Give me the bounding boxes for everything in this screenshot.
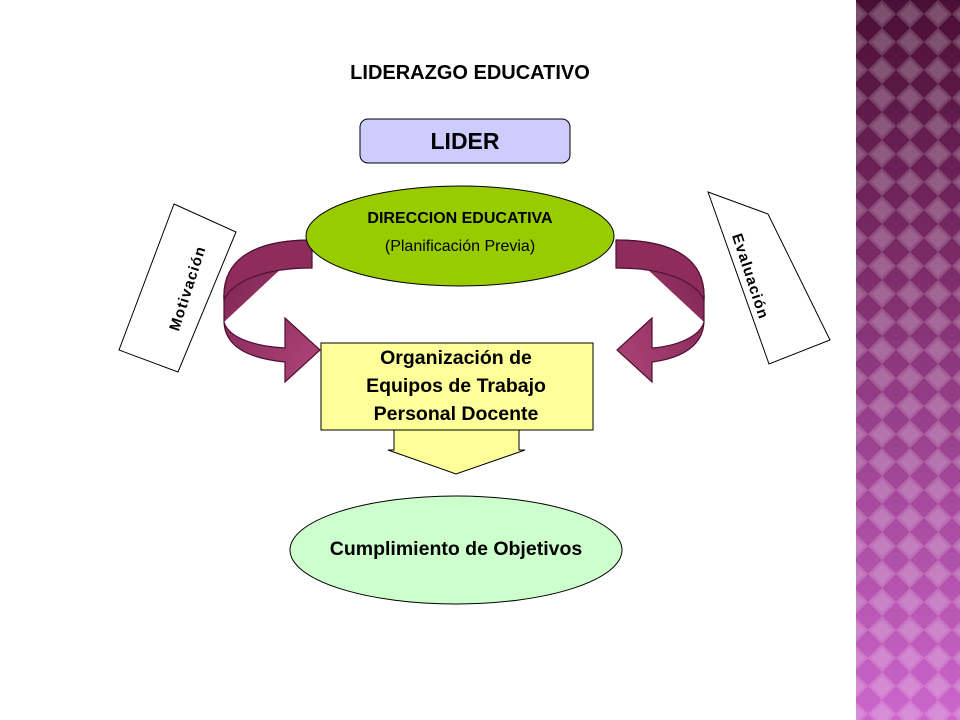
curved-arrow-right-band — [615, 239, 705, 301]
organizacion-label: Organización de Equipos de Trabajo Perso… — [318, 344, 594, 428]
side-panel-pattern — [856, 0, 960, 720]
direccion-ellipse — [305, 185, 615, 287]
organizacion-line-1: Organización de — [380, 347, 532, 369]
down-arrow — [387, 429, 526, 475]
evaluacion-box — [707, 191, 831, 365]
lider-label: LIDER — [430, 128, 500, 154]
lider-box — [359, 118, 571, 164]
organizacion-box — [320, 342, 594, 431]
cumplimiento-ellipse — [289, 495, 623, 605]
curved-arrow-left-band — [223, 239, 313, 301]
motivacion-box — [118, 203, 237, 373]
organizacion-line-3: Personal Docente — [373, 403, 539, 425]
direccion-label: DIRECCION EDUCATIVA — [367, 210, 553, 227]
organizacion-line-2: Equipos de Trabajo — [366, 375, 546, 397]
cumplimiento-label: Cumplimiento de Objetivos — [329, 538, 583, 560]
page-title: LIDERAZGO EDUCATIVO — [350, 62, 590, 84]
direccion-sublabel: (Planificación Previa) — [384, 238, 536, 255]
